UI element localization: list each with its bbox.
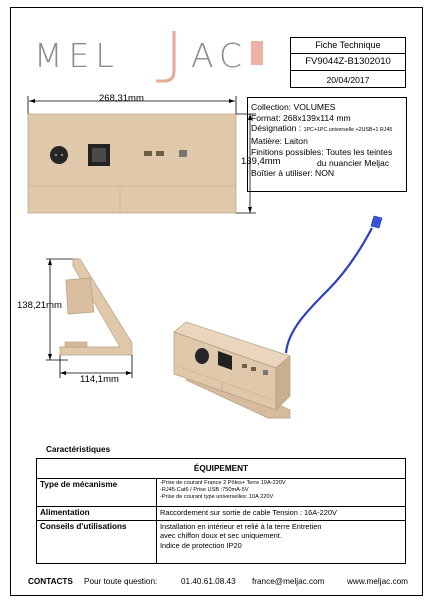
logo-text-right: AC [191,36,249,75]
spec-designation-value: 1PC+1PC universelle +2USB+1 RJ45 [303,127,393,134]
spec-collection: Collection: VOLUMES [251,102,336,112]
footer-contacts-label: CONTACTS [28,577,73,586]
meljac-logo: MEL AC [34,29,274,83]
width-dimension: 268,31mm [99,93,144,104]
table-header-row: ÉQUIPEMENT [36,458,406,479]
document-frame [10,7,423,596]
table-row: Conseils d'utilisations Installation en … [36,520,406,564]
reference-code: FV9044Z-B1302010 [291,56,405,71]
footer-email-link[interactable]: france@meljac.com [252,577,325,586]
specifications-box: Collection: VOLUMES Format: 268x139x114 … [247,97,407,192]
spec-designation-label: Désignation : [251,123,302,134]
row-label-conseils: Conseils d'utilisations [36,520,157,564]
mecanisme-line: -Prise de courant type universelles: 10A… [160,494,274,500]
title-block: Fiche Technique FV9044Z-B1302010 20/04/2… [290,37,406,88]
spec-designation: Désignation : 1PC+1PC universelle +2USB+… [251,123,406,136]
title-heading: Fiche Technique [291,40,405,54]
spec-finitions: Finitions possibles: Toutes les teintes [251,147,406,158]
row-label-mecanisme: Type de mécanisme [36,478,157,507]
isometric-view-drawing [173,215,383,419]
footer-website-link[interactable]: www.meljac.com [347,577,408,586]
row-value-alimentation: Raccordement sur sortie de cable Tension… [156,506,406,521]
side-height-dimension: 138,21mm [17,300,62,311]
table-row: Type de mécanisme -Prise de courant Fran… [36,478,406,507]
mecanisme-line: -RJ45-Cat6 / Prise USB :750mA-5V [160,487,249,493]
logo-square [251,41,263,65]
document-date: 20/04/2017 [326,75,370,85]
spec-finitions-value2: du nuancier Meljac [317,157,390,168]
table-header: ÉQUIPEMENT [36,458,406,479]
table-row: Alimentation Raccordement sur sortie de … [36,506,406,521]
height-dimension: 139,4mm [241,156,281,167]
conseils-line: Installation en intérieur et relié à la … [160,522,322,531]
spec-finitions-label: Finitions possibles: [251,146,326,157]
equipment-table: ÉQUIPEMENT Type de mécanisme -Prise de c… [36,458,406,564]
row-value-conseils: Installation en intérieur et relié à la … [156,520,406,564]
spec-format: Format: 268x139x114 mm [251,112,351,123]
alimentation-line: Raccordement sur sortie de cable Tension… [160,508,337,517]
mecanisme-line: -Prise de courant France 2 Pôles+ Terre … [160,480,286,486]
front-view-drawing [27,96,256,214]
spec-boitier: Boîtier à utiliser: NON [251,168,335,179]
caracteristiques-title: Caractéristiques [46,445,111,454]
row-label-alimentation: Alimentation [36,506,157,521]
logo-j-mark [156,31,176,83]
spec-finitions-value1: Toutes les teintes [325,146,393,157]
side-view-drawing [46,258,133,378]
conseils-line: avec chiffon doux et sec uniquement. [160,531,282,541]
conseils-line: Indice de protection IP20 [160,540,242,550]
spec-matiere: Matière: Laiton [251,136,308,147]
depth-dimension: 114,1mm [80,374,119,385]
row-value-mecanisme: -Prise de courant France 2 Pôles+ Terre … [156,478,406,507]
footer-phone: 01.40.61.08.43 [181,577,236,586]
logo-text-left: MEL [34,36,120,75]
footer-question: Pour toute question: [84,577,158,586]
